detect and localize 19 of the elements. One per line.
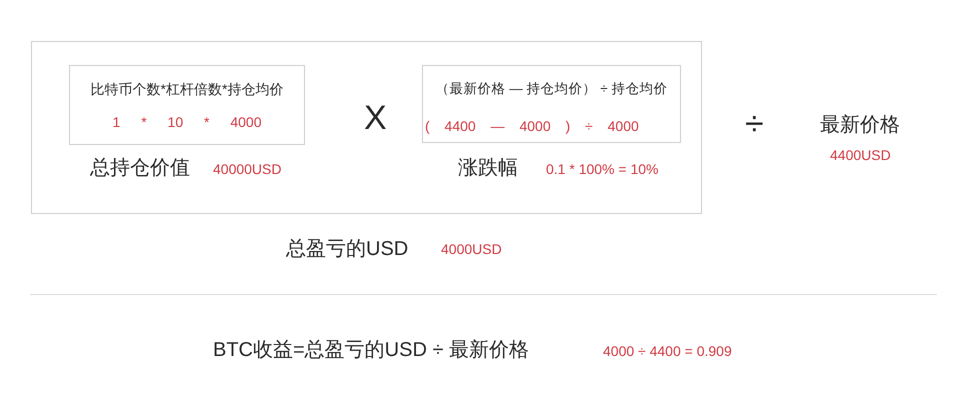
- result-value: 0.1 * 100% = 10%: [546, 160, 658, 178]
- formula-values: 4000 ÷ 4400 = 0.909: [603, 342, 732, 360]
- division-operator: ÷: [745, 104, 764, 145]
- formula-text: （最新价格 — 持仓均价） ÷ 持仓均价: [434, 80, 668, 98]
- result-caption: 总持仓价值: [90, 156, 190, 181]
- result-caption: 涨跌幅: [458, 156, 518, 181]
- result-value: 40000USD: [213, 160, 282, 178]
- formula-text: 比特币个数*杠杆倍数*持仓均价: [90, 80, 284, 98]
- multiplication-operator: X: [364, 98, 387, 139]
- formula-box: [69, 65, 305, 145]
- formula-values: 1 * 10 * 4000: [112, 113, 262, 131]
- result-caption: 总盈亏的USD: [286, 237, 408, 262]
- price-value: 4400USD: [830, 146, 891, 164]
- formula-box: [422, 65, 681, 143]
- price-caption: 最新价格: [820, 113, 900, 138]
- formula-values: ( 4400 — 4000 ) ÷ 4000: [425, 117, 639, 135]
- formula-text: BTC收益=总盈亏的USD ÷ 最新价格: [213, 338, 529, 363]
- frame-box: [31, 41, 702, 214]
- result-value: 4000USD: [441, 240, 502, 258]
